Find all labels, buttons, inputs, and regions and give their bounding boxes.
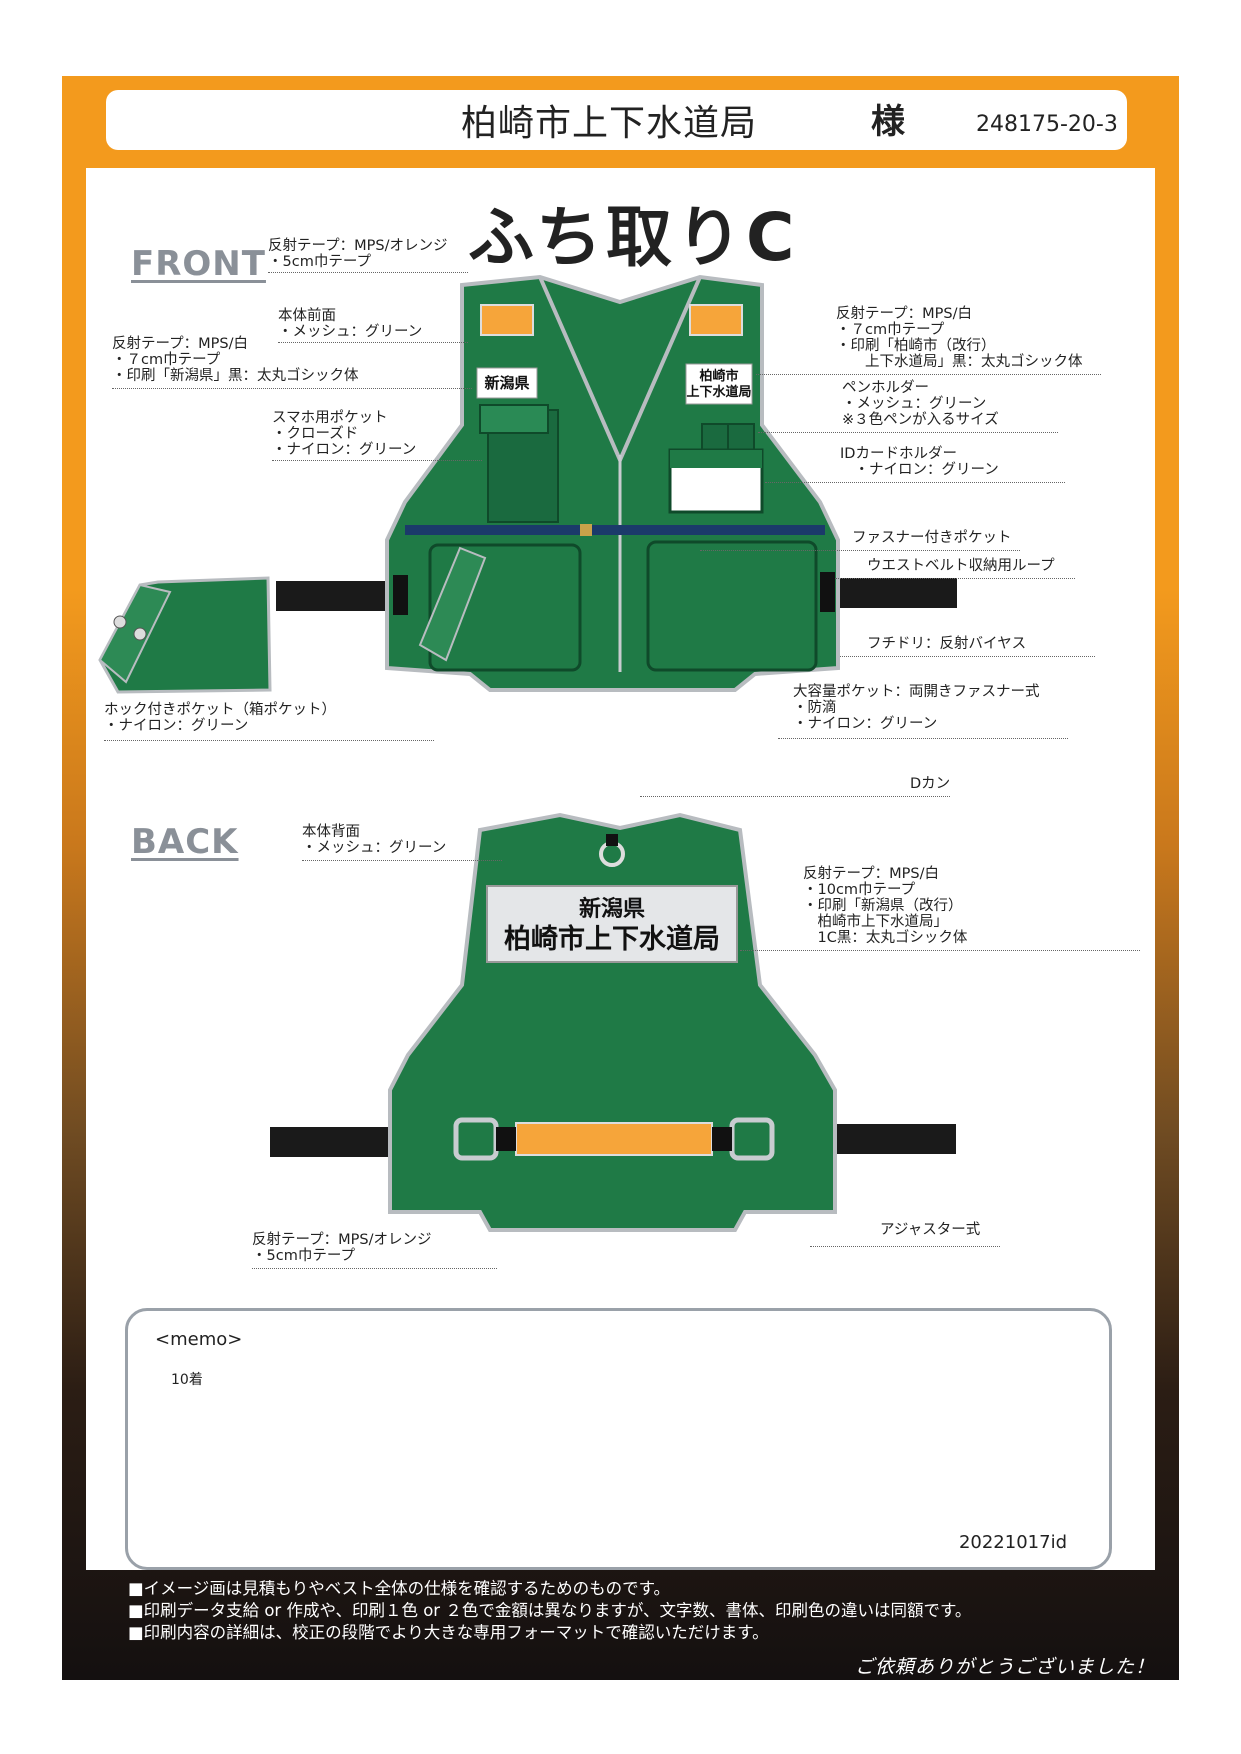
memo-text: 10着 — [171, 1372, 203, 1388]
note-line: ■印刷データ支給 or 作成や、印刷１色 or ２色で金額は異なりますが、文字数… — [128, 1601, 972, 1620]
memo-date: 20221017id — [958, 1532, 1067, 1553]
note-line: ■イメージ画は見積もりやベスト全体の仕様を確認するためのものです。 — [128, 1579, 670, 1598]
memo-box: <memo> 10着 20221017id — [125, 1308, 1112, 1570]
folded-pocket — [418, 546, 487, 662]
front-print-right-1: 柏崎市 — [699, 368, 738, 384]
ann-reflect-white-right: 反射テープ：MPS/白 ・７cm巾テープ ・印刷「柏崎市（改行） 上下水道局」黒… — [836, 306, 1083, 370]
page-title: ふち取りC — [468, 199, 799, 276]
leader-line — [640, 796, 950, 797]
leader-line — [302, 860, 502, 861]
leader-line — [765, 482, 1065, 483]
leader-line — [700, 550, 1020, 551]
ann-d-ring: Dカン — [910, 776, 951, 792]
note-line: ■印刷内容の詳細は、校正の段階でより大きな専用フォーマットで確認いただけます。 — [128, 1623, 769, 1642]
snap-icon — [133, 627, 147, 641]
front-white-patch-left — [476, 367, 538, 399]
id-holder-top — [670, 450, 762, 468]
leader-line — [272, 460, 482, 461]
front-reflect-orange-right — [689, 304, 743, 336]
leader-line — [112, 388, 472, 389]
leader-line — [740, 950, 1140, 951]
front-print-right-2: 上下水道局 — [686, 384, 751, 400]
back-vest: 新潟県 柏崎市上下水道局 — [270, 812, 956, 1232]
belt-loop-left — [393, 575, 408, 615]
adjuster-strap-left — [496, 1127, 516, 1151]
leader-line — [278, 342, 468, 343]
ann-reflect-white-back: 反射テープ：MPS/白 ・10cm巾テープ ・印刷「新潟県（改行） 柏崎市上下水… — [803, 866, 968, 946]
ann-pen-holder: ペンホルダー ・メッシュ：グリーン ※３色ペンが入るサイズ — [842, 380, 999, 428]
ann-zip-pocket: ファスナー付きポケット — [852, 530, 1012, 546]
ann-phone-pocket: スマホ用ポケット ・クローズド ・ナイロン：グリーン — [272, 410, 417, 458]
front-reflect-orange-left — [480, 304, 534, 336]
thanks-message: ご依頼ありがとうございました！ — [854, 1656, 1155, 1678]
back-reflect-orange — [515, 1122, 713, 1156]
front-strap-left — [276, 581, 396, 611]
snap-icon — [113, 615, 127, 629]
back-label: BACK — [131, 822, 239, 862]
belt-loop-right — [820, 572, 835, 612]
ann-binding: フチドリ：反射バイヤス — [867, 636, 1027, 652]
ann-adjuster: アジャスター式 — [880, 1222, 981, 1238]
adjuster-strap-right — [712, 1127, 732, 1151]
zip-pocket-band — [405, 525, 825, 535]
phone-pocket-flap — [479, 404, 549, 434]
notes: ■イメージ画は見積もりやベスト全体の仕様を確認するためのものです。 ■印刷データ… — [128, 1578, 1128, 1644]
front-strap-right — [835, 578, 957, 608]
ann-body-back: 本体背面 ・メッシュ：グリーン — [302, 824, 447, 856]
header-bar: 柏崎市上下水道局 様 248175-20-3 — [106, 90, 1127, 150]
leader-line — [756, 374, 1101, 375]
honorific: 様 — [871, 102, 905, 142]
ann-body-front: 本体前面 ・メッシュ：グリーン — [278, 308, 423, 340]
leader-line — [252, 1268, 497, 1269]
front-vest: 新潟県 柏崎市 上下水道局 — [98, 274, 957, 694]
leader-line — [810, 1246, 1000, 1247]
d-ring-tab — [606, 834, 618, 846]
back-strap-left — [270, 1127, 390, 1157]
leader-line — [268, 272, 468, 273]
leader-line — [840, 656, 1095, 657]
customer-name: 柏崎市上下水道局 — [461, 103, 758, 144]
ann-reflect-white-left: 反射テープ：MPS/白 ・７cm巾テープ ・印刷「新潟県」黒：太丸ゴシック体 — [112, 336, 359, 384]
leader-line — [758, 432, 1058, 433]
order-code: 248175-20-3 — [976, 112, 1118, 137]
ann-large-pocket: 大容量ポケット：両開きファスナー式 ・防滴 ・ナイロン：グリーン — [793, 684, 1040, 732]
front-white-patch-right — [685, 363, 753, 405]
leader-line — [778, 738, 1068, 739]
back-print-2: 柏崎市上下水道局 — [504, 923, 720, 955]
ann-reflect-orange-top: 反射テープ：MPS/オレンジ ・5cm巾テープ — [268, 238, 448, 270]
ann-reflect-orange-back: 反射テープ：MPS/オレンジ ・5cm巾テープ — [252, 1232, 432, 1264]
ann-id-holder: IDカードホルダー ・ナイロン：グリーン — [840, 446, 999, 478]
front-label: FRONT — [131, 244, 266, 284]
ann-hook-pocket: ホック付きポケット（箱ポケット） ・ナイロン：グリーン — [104, 702, 336, 734]
back-white-patch — [486, 885, 738, 963]
back-body — [388, 812, 837, 1232]
leader-line — [104, 740, 434, 741]
memo-label: <memo> — [155, 1329, 243, 1350]
leader-line — [835, 578, 1075, 579]
zipper-pull-icon — [580, 524, 592, 536]
front-print-left: 新潟県 — [484, 374, 529, 392]
back-print-1: 新潟県 — [579, 896, 645, 922]
ann-belt-loop: ウエストベルト収納用ループ — [867, 558, 1055, 574]
back-strap-right — [832, 1124, 956, 1154]
large-pocket-right — [646, 540, 818, 672]
